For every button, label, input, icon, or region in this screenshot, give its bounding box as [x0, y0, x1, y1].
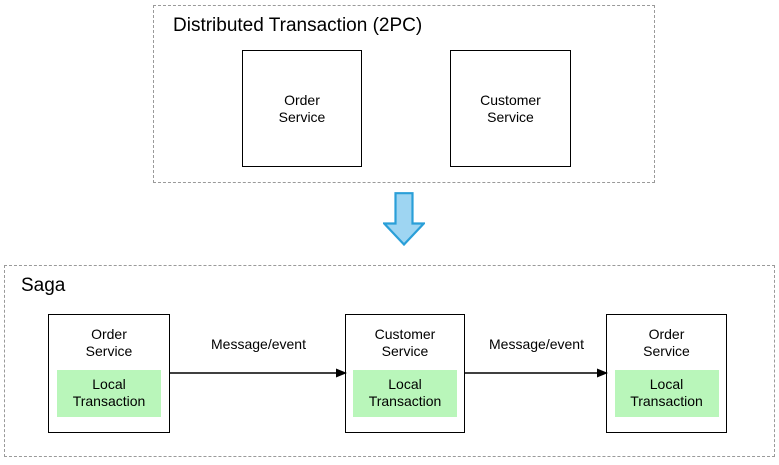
- connector-label-message-event-1: Message/event: [211, 336, 306, 352]
- service-box-label: Customer Service: [374, 326, 436, 359]
- service-box-label: Order Service: [643, 326, 690, 359]
- group-distributed-transaction: Distributed Transaction (2PC): [153, 5, 655, 183]
- group-title-saga: Saga: [21, 275, 66, 296]
- service-box-order-service-saga-1[interactable]: Order Service Local Transaction: [48, 314, 170, 433]
- service-box-customer-service-saga[interactable]: Customer Service Local Transaction: [345, 314, 465, 433]
- connector-label-message-event-2: Message/event: [489, 336, 584, 352]
- service-box-order-service-saga-2[interactable]: Order Service Local Transaction: [606, 314, 727, 433]
- arrow-order-to-customer: [170, 368, 347, 378]
- service-box-label: Customer Service: [480, 91, 541, 125]
- service-box-customer-service-2pc[interactable]: Customer Service: [450, 50, 571, 167]
- local-transaction-badge: Local Transaction: [353, 370, 457, 417]
- service-box-label: Order Service: [278, 91, 326, 125]
- arrow-customer-to-order: [465, 368, 608, 378]
- down-arrow-icon: [383, 192, 425, 246]
- service-box-label: Order Service: [85, 326, 133, 359]
- local-transaction-badge: Local Transaction: [57, 370, 161, 417]
- group-title-distributed-transaction: Distributed Transaction (2PC): [173, 15, 423, 36]
- service-box-order-service-2pc[interactable]: Order Service: [242, 50, 362, 167]
- local-transaction-badge: Local Transaction: [614, 370, 719, 417]
- group-saga: Saga: [4, 265, 775, 457]
